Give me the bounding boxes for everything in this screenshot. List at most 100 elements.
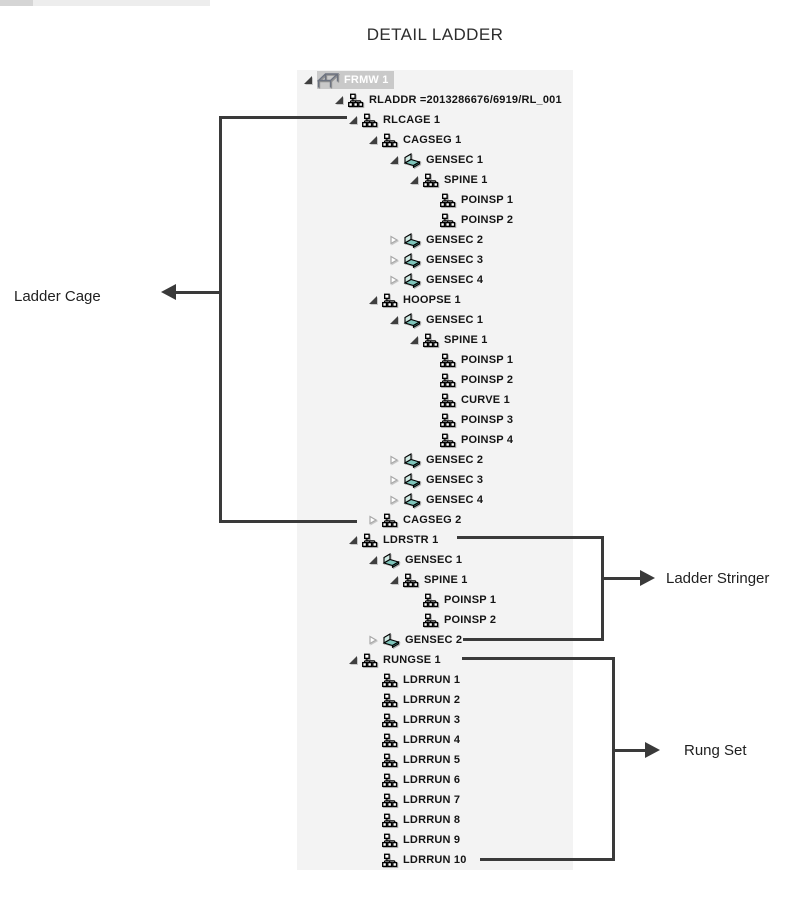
tree-node-frmw-1[interactable]: FRMW 1 <box>297 70 573 90</box>
tree-node-ldrstr-1[interactable]: LDRSTR 1 <box>297 530 573 550</box>
tree-node-content: GENSEC 1 <box>382 551 462 569</box>
tree-node-ldrrun-8[interactable]: LDRRUN 8 <box>297 810 573 830</box>
tree-node-content: LDRRUN 10 <box>382 851 467 869</box>
tree-node-ldrrun-10[interactable]: LDRRUN 10 <box>297 850 573 870</box>
hierarchy-icon <box>382 713 398 728</box>
hierarchy-icon <box>423 593 439 608</box>
tree-node-gensec-1[interactable]: GENSEC 1 <box>297 310 573 330</box>
hierarchy-icon <box>382 693 398 708</box>
expanded-toggle-icon[interactable] <box>368 295 382 305</box>
tree-node-ldrrun-1[interactable]: LDRRUN 1 <box>297 670 573 690</box>
tree-node-poinsp-1[interactable]: POINSP 1 <box>297 350 573 370</box>
tree-node-spine-1[interactable]: SPINE 1 <box>297 570 573 590</box>
collapsed-toggle-icon[interactable] <box>368 635 382 645</box>
expanded-toggle-icon[interactable] <box>348 115 362 125</box>
tree-node-label: SPINE 1 <box>444 334 488 346</box>
hierarchy-icon <box>382 733 398 748</box>
tree-node-ldrrun-4[interactable]: LDRRUN 4 <box>297 730 573 750</box>
collapsed-toggle-icon[interactable] <box>389 255 403 265</box>
expanded-toggle-icon[interactable] <box>348 535 362 545</box>
collapsed-toggle-icon[interactable] <box>389 455 403 465</box>
tree-node-content: POINSP 3 <box>440 411 513 429</box>
expanded-toggle-icon[interactable] <box>368 135 382 145</box>
tree-node-content: GENSEC 4 <box>403 491 483 509</box>
tree-node-poinsp-4[interactable]: POINSP 4 <box>297 430 573 450</box>
expanded-toggle-icon[interactable] <box>303 75 317 85</box>
tree-node-gensec-2[interactable]: GENSEC 2 <box>297 630 573 650</box>
tree-node-poinsp-2[interactable]: POINSP 2 <box>297 370 573 390</box>
tree-node-spine-1[interactable]: SPINE 1 <box>297 330 573 350</box>
tree-node-cagseg-2[interactable]: CAGSEG 2 <box>297 510 573 530</box>
collapsed-toggle-icon[interactable] <box>389 235 403 245</box>
tree-node-content: POINSP 2 <box>440 371 513 389</box>
tree-node-content: LDRRUN 6 <box>382 771 460 789</box>
tree-node-poinsp-1[interactable]: POINSP 1 <box>297 590 573 610</box>
section-icon <box>403 452 421 468</box>
rung-set-bracket-top-line <box>462 657 615 660</box>
tree-node-spine-1[interactable]: SPINE 1 <box>297 170 573 190</box>
tree-node-poinsp-2[interactable]: POINSP 2 <box>297 610 573 630</box>
tree-node-ldrrun-7[interactable]: LDRRUN 7 <box>297 790 573 810</box>
rung-set-arrowhead-icon <box>645 742 660 758</box>
tree-node-gensec-4[interactable]: GENSEC 4 <box>297 270 573 290</box>
tree-node-poinsp-2[interactable]: POINSP 2 <box>297 210 573 230</box>
collapsed-toggle-icon[interactable] <box>389 495 403 505</box>
expanded-toggle-icon[interactable] <box>409 175 423 185</box>
hierarchy-icon <box>382 833 398 848</box>
tree-node-rlcage-1[interactable]: RLCAGE 1 <box>297 110 573 130</box>
tree-node-label: FRMW 1 <box>344 74 389 86</box>
tree-node-rladdr-2013286676-6919-rl-001[interactable]: RLADDR =2013286676/6919/RL_001 <box>297 90 573 110</box>
tree-node-poinsp-3[interactable]: POINSP 3 <box>297 410 573 430</box>
tree-node-gensec-2[interactable]: GENSEC 2 <box>297 230 573 250</box>
hierarchy-icon <box>382 753 398 768</box>
tree-node-content: GENSEC 1 <box>403 311 483 329</box>
hierarchy-icon <box>423 613 439 628</box>
tree-node-label: POINSP 2 <box>461 374 514 386</box>
tree-node-hoopse-1[interactable]: HOOPSE 1 <box>297 290 573 310</box>
tree-node-curve-1[interactable]: CURVE 1 <box>297 390 573 410</box>
tree-node-content: POINSP 4 <box>440 431 513 449</box>
tree-node-content: GENSEC 3 <box>403 471 483 489</box>
tree-node-gensec-1[interactable]: GENSEC 1 <box>297 150 573 170</box>
hierarchy-icon <box>382 793 398 808</box>
tree-node-content: POINSP 1 <box>423 591 496 609</box>
expanded-toggle-icon[interactable] <box>348 655 362 665</box>
expanded-toggle-icon[interactable] <box>389 315 403 325</box>
tree-node-label: GENSEC 2 <box>426 234 484 246</box>
tree-node-content: GENSEC 3 <box>403 251 483 269</box>
tree-node-gensec-3[interactable]: GENSEC 3 <box>297 250 573 270</box>
tree-node-content: LDRRUN 8 <box>382 811 460 829</box>
tree-node-gensec-4[interactable]: GENSEC 4 <box>297 490 573 510</box>
tree-node-label: GENSEC 2 <box>426 454 484 466</box>
expanded-toggle-icon[interactable] <box>334 95 348 105</box>
ladder-cage-bracket-bottom-line <box>219 520 357 523</box>
tree-node-cagseg-1[interactable]: CAGSEG 1 <box>297 130 573 150</box>
tree-node-label: POINSP 4 <box>461 434 514 446</box>
tree-node-gensec-2[interactable]: GENSEC 2 <box>297 450 573 470</box>
ladder-stringer-bracket-bottom-line <box>463 638 604 641</box>
tree-node-gensec-1[interactable]: GENSEC 1 <box>297 550 573 570</box>
collapsed-toggle-icon[interactable] <box>368 515 382 525</box>
tree-node-label: GENSEC 1 <box>426 154 484 166</box>
section-icon <box>403 232 421 248</box>
ladder-stringer-bracket-top-line <box>457 536 604 539</box>
expanded-toggle-icon[interactable] <box>409 335 423 345</box>
collapsed-toggle-icon[interactable] <box>389 275 403 285</box>
expanded-toggle-icon[interactable] <box>389 575 403 585</box>
tree-node-ldrrun-2[interactable]: LDRRUN 2 <box>297 690 573 710</box>
tree-node-ldrrun-5[interactable]: LDRRUN 5 <box>297 750 573 770</box>
tree-node-poinsp-1[interactable]: POINSP 1 <box>297 190 573 210</box>
tree-node-rungse-1[interactable]: RUNGSE 1 <box>297 650 573 670</box>
expanded-toggle-icon[interactable] <box>389 155 403 165</box>
tree-node-label: LDRRUN 5 <box>403 754 461 766</box>
window-edge-fragment-dark <box>0 0 33 6</box>
tree-node-gensec-3[interactable]: GENSEC 3 <box>297 470 573 490</box>
tree-node-content: GENSEC 2 <box>403 451 483 469</box>
expanded-toggle-icon[interactable] <box>368 555 382 565</box>
collapsed-toggle-icon[interactable] <box>389 475 403 485</box>
tree-node-ldrrun-6[interactable]: LDRRUN 6 <box>297 770 573 790</box>
tree-node-label: POINSP 2 <box>461 214 514 226</box>
tree-node-ldrrun-9[interactable]: LDRRUN 9 <box>297 830 573 850</box>
tree-node-label: GENSEC 4 <box>426 494 484 506</box>
tree-node-ldrrun-3[interactable]: LDRRUN 3 <box>297 710 573 730</box>
